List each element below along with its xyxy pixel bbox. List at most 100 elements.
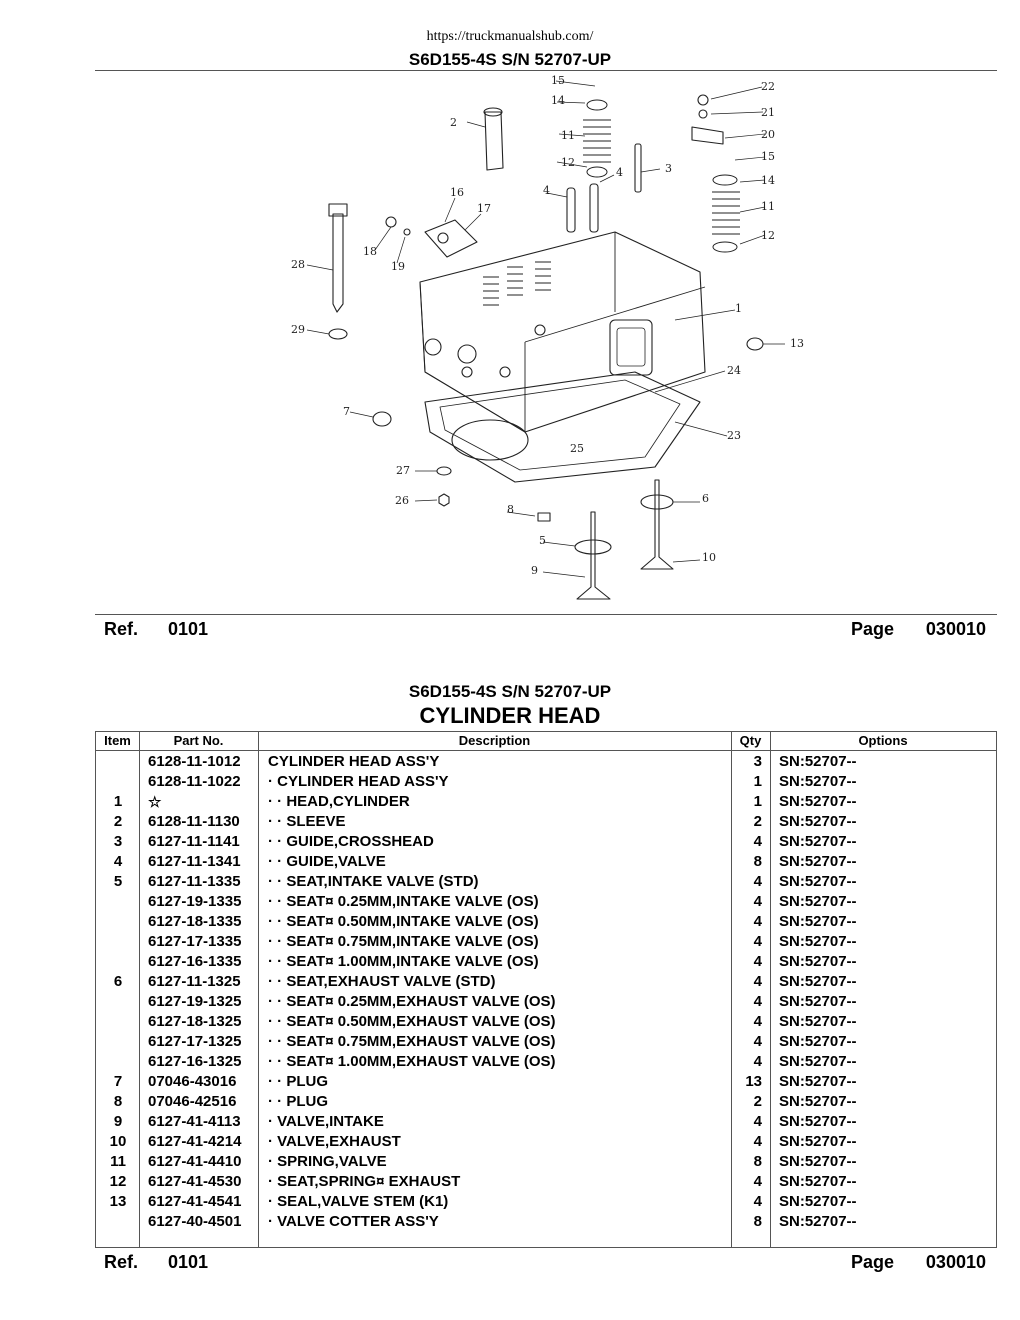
cell-options: SN:52707-- — [779, 1073, 857, 1090]
callout-label: 4 — [543, 184, 550, 197]
cell-options: SN:52707-- — [779, 953, 857, 970]
cell-part-no: 6127-41-4214 — [148, 1133, 242, 1150]
callout-label: 25 — [570, 442, 584, 455]
section-model: S6D155-4S S/N 52707-UP — [408, 682, 612, 701]
diagram-divider — [95, 614, 997, 615]
cell-options: SN:52707-- — [779, 1213, 857, 1230]
right-spring-stack — [712, 174, 740, 253]
col-divider — [139, 732, 140, 1247]
callout-label: 12 — [761, 229, 775, 242]
cell-description: · VALVE,INTAKE — [268, 1113, 384, 1130]
col-divider — [258, 732, 259, 1247]
cell-part-no: 6127-11-1141 — [148, 833, 240, 850]
long-bolt — [332, 213, 344, 313]
cell-description: · · GUIDE,VALVE — [268, 853, 386, 870]
cell-item: 9 — [113, 1113, 123, 1130]
cell-options: SN:52707-- — [779, 993, 857, 1010]
cell-description: · VALVE,EXHAUST — [268, 1133, 401, 1150]
cell-item: 10 — [109, 1133, 127, 1150]
header-divider — [95, 70, 997, 71]
cell-part-no: 6127-11-1325 — [148, 973, 241, 990]
cell-options: SN:52707-- — [779, 753, 857, 770]
cell-part-no: 07046-42516 — [148, 1093, 237, 1110]
table-row: 6127-18-1325· · SEAT¤ 0.50MM,EXHAUST VAL… — [96, 1012, 996, 1032]
cell-options: SN:52707-- — [779, 1033, 857, 1050]
leader-lines — [306, 80, 785, 578]
cell-qty: 4 — [753, 1053, 762, 1070]
callout-label: 19 — [391, 260, 405, 273]
model-header: S6D155-4S S/N 52707-UP — [408, 50, 612, 69]
cell-qty: 8 — [753, 1213, 762, 1230]
intake-valve — [576, 511, 611, 600]
cell-description: · · SEAT,EXHAUST VALVE (STD) — [268, 973, 496, 990]
cell-item: 11 — [110, 1153, 126, 1170]
cell-qty: 4 — [753, 953, 762, 970]
cell-item: 7 — [113, 1073, 123, 1090]
callout-label: 14 — [551, 94, 565, 107]
cell-part-no: 6127-19-1325 — [148, 993, 242, 1010]
cell-description: · · GUIDE,CROSSHEAD — [268, 833, 434, 850]
cell-item: 2 — [113, 813, 123, 830]
table-row: 6127-18-1335· · SEAT¤ 0.50MM,INTAKE VALV… — [96, 912, 996, 932]
callout-label: 29 — [291, 323, 305, 336]
cell-description: · · SEAT¤ 0.50MM,INTAKE VALVE (OS) — [268, 913, 539, 930]
cell-part-no: 07046-43016 — [148, 1073, 237, 1090]
valve-guide-4a — [566, 187, 576, 233]
header-item: Item — [104, 733, 131, 748]
cell-part-no: 6127-11-1341 — [148, 853, 241, 870]
cell-part-no: 6127-41-4410 — [148, 1153, 242, 1170]
cell-options: SN:52707-- — [779, 1173, 857, 1190]
callout-label: 26 — [395, 494, 409, 507]
section-title: CYLINDER HEAD — [419, 703, 601, 728]
cell-qty: 1 — [753, 773, 762, 790]
cell-description: · · SEAT¤ 1.00MM,INTAKE VALVE (OS) — [268, 953, 539, 970]
cell-item: 1 — [113, 793, 123, 810]
crosshead-guide — [634, 143, 642, 193]
cell-options: SN:52707-- — [779, 873, 857, 890]
callout-label: 18 — [363, 245, 377, 258]
cell-options: SN:52707-- — [779, 913, 857, 930]
ref-label: Ref. — [104, 1252, 139, 1272]
header-description: Description — [458, 733, 531, 748]
cell-part-no: 6128-11-1022 — [148, 773, 241, 790]
header-options: Options — [858, 733, 908, 748]
col-divider — [731, 732, 732, 1247]
cell-part-no: 6127-17-1325 — [148, 1033, 242, 1050]
cell-options: SN:52707-- — [779, 1093, 857, 1110]
ref-label: Ref. — [104, 619, 139, 639]
cell-description: · · SEAT,INTAKE VALVE (STD) — [268, 873, 479, 890]
gasket-bore — [451, 419, 529, 461]
callout-label: 20 — [761, 128, 775, 141]
callout-label: 16 — [450, 186, 464, 199]
cell-part-no: 6127-17-1335 — [148, 933, 242, 950]
page-label: Page — [850, 619, 894, 639]
cell-options: SN:52707-- — [779, 1133, 857, 1150]
page-value: 030010 — [925, 1252, 986, 1272]
table-row: 6127-16-1335 · · SEAT¤ 1.00MM,INTAKE VALV… — [96, 952, 996, 972]
cell-description: · · HEAD,CYLINDER — [268, 793, 410, 810]
cell-qty: 2 — [753, 1093, 762, 1110]
callout-label: 17 — [477, 202, 491, 215]
cell-qty: 4 — [753, 1193, 762, 1210]
callout-label: 22 — [761, 80, 775, 93]
col-divider — [770, 732, 771, 1247]
cell-item: 4 — [113, 853, 123, 870]
seal-13 — [746, 337, 764, 351]
callout-label: 12 — [561, 156, 575, 169]
plug-8 — [537, 512, 551, 522]
table-row: 6127-16-1325· · SEAT¤ 1.00MM,EXHAUST VAL… — [96, 1052, 996, 1072]
cell-item: 13 — [109, 1193, 127, 1210]
cell-qty: 4 — [753, 933, 762, 950]
cell-description: · VALVE COTTER ASS'Y — [268, 1213, 439, 1230]
cell-description: · · SLEEVE — [268, 813, 346, 830]
head-side-port — [609, 319, 653, 376]
cell-part-no: 6127-16-1335 — [148, 953, 242, 970]
cell-item: 6 — [113, 973, 123, 990]
cell-qty: 4 — [753, 973, 762, 990]
cell-description: · · SEAT¤ 0.25MM,EXHAUST VALVE (OS) — [268, 993, 556, 1010]
cell-options: SN:52707-- — [779, 793, 857, 810]
cell-options: SN:52707-- — [779, 813, 857, 830]
